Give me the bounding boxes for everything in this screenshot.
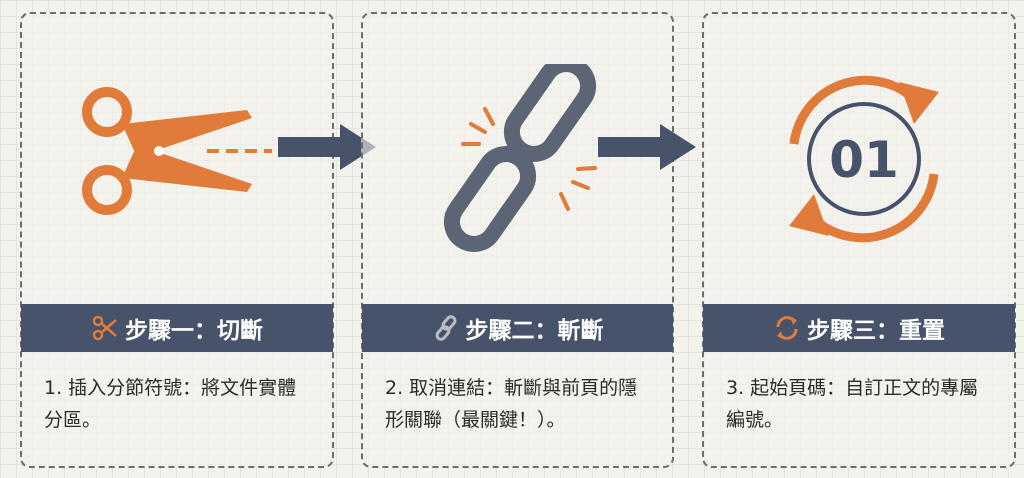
page-number-badge: 01	[829, 131, 899, 189]
arrow-right-icon	[278, 124, 376, 170]
reset-cycle-icon: 01	[789, 75, 939, 243]
step-3-description: 3. 起始頁碼：自訂正文的專屬編號。	[726, 377, 979, 431]
scissors-icon	[82, 87, 272, 215]
scissors-icon	[92, 315, 117, 341]
step-2-description: 2. 取消連結：斬斷與前頁的隱形關聯（最關鍵！）。	[385, 377, 638, 431]
step-1-description: 1. 插入分節符號：將文件實體分區。	[44, 377, 297, 431]
step-1-header: 步驟一：切斷	[21, 304, 333, 352]
arrow-right-icon	[598, 124, 696, 170]
step-1-title: 步驟一：切斷	[125, 318, 263, 344]
step-2-title: 步驟二：斬斷	[465, 318, 604, 344]
step-1-panel: 步驟一：切斷 1. 插入分節符號：將文件實體分區。	[20, 12, 334, 468]
link-icon	[435, 315, 456, 341]
step-2-header: 步驟二：斬斷	[362, 304, 673, 352]
step-3-title: 步驟三：重置	[807, 318, 945, 344]
refresh-icon	[776, 316, 798, 340]
step-2-panel: 步驟二：斬斷 2. 取消連結：斬斷與前頁的隱形關聯（最關鍵！）。	[361, 12, 674, 468]
step-3-header: 步驟三：重置	[703, 304, 1015, 352]
step-3-panel: 01 步驟三：重置 3. 起始頁碼：自訂正文的專屬編號。	[702, 12, 1016, 468]
broken-link-icon	[443, 64, 597, 252]
